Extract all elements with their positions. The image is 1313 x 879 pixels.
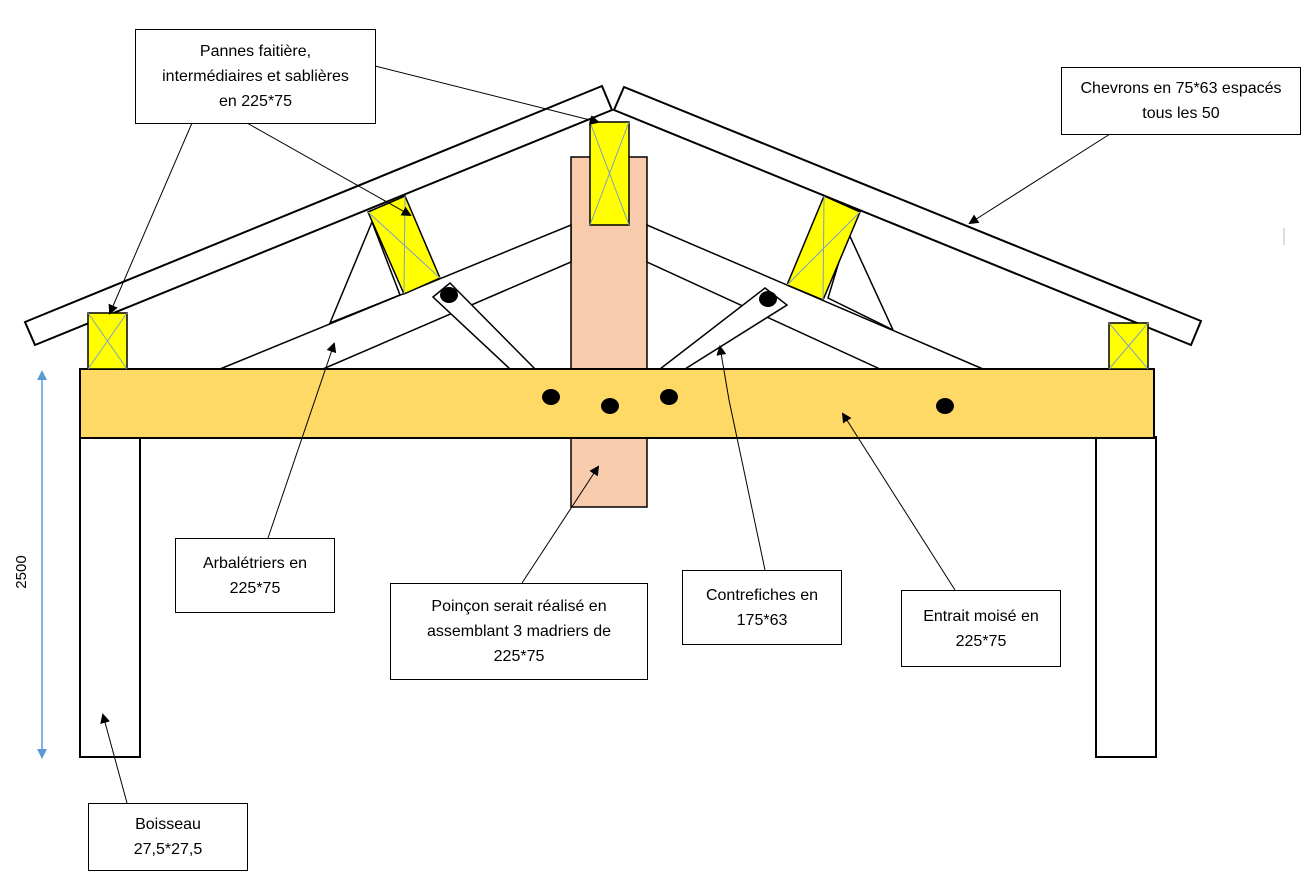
boisseau-right	[1095, 436, 1157, 758]
leader-contrefiches	[716, 345, 766, 571]
label-arbaletriers: Arbalétriers en 225*75	[175, 538, 335, 613]
bolts	[440, 287, 954, 414]
leader-lines	[100, 65, 1111, 804]
leader-boisseau	[100, 713, 128, 804]
leader-entrait	[841, 412, 956, 591]
height-dimension-label: 2500	[13, 555, 30, 589]
panne-faitiere	[589, 121, 630, 226]
leader-pannes-faitiere	[374, 65, 600, 125]
label-poincon: Poinçon serait réalisé en assemblant 3 m…	[390, 583, 648, 680]
sabliere-right	[1108, 322, 1149, 370]
leader-pannes-intermediaire	[246, 122, 412, 216]
leader-arbaletriers	[267, 342, 337, 539]
bolt	[759, 291, 777, 307]
leader-poincon	[521, 465, 600, 584]
leader-pannes-sabliere	[108, 122, 193, 315]
sabliere-left	[87, 312, 128, 370]
label-chevrons: Chevrons en 75*63 espacés tous les 50	[1061, 67, 1301, 135]
bolt	[601, 398, 619, 414]
chevron-left	[23, 84, 614, 347]
bolt	[936, 398, 954, 414]
bolt	[440, 287, 458, 303]
label-entrait: Entrait moisé en 225*75	[901, 590, 1061, 667]
boisseau-left	[79, 436, 141, 758]
panne-intermediaire-right	[786, 195, 861, 301]
leader-chevrons	[968, 133, 1111, 225]
echantignole-left	[328, 219, 401, 325]
label-contrefiches: Contrefiches en 175*63	[682, 570, 842, 645]
chevron-right	[612, 85, 1203, 347]
bolt	[542, 389, 560, 405]
label-pannes: Pannes faitière, intermédiaires et sabli…	[135, 29, 376, 124]
label-boisseau: Boisseau 27,5*27,5	[88, 803, 248, 871]
bolt	[660, 389, 678, 405]
